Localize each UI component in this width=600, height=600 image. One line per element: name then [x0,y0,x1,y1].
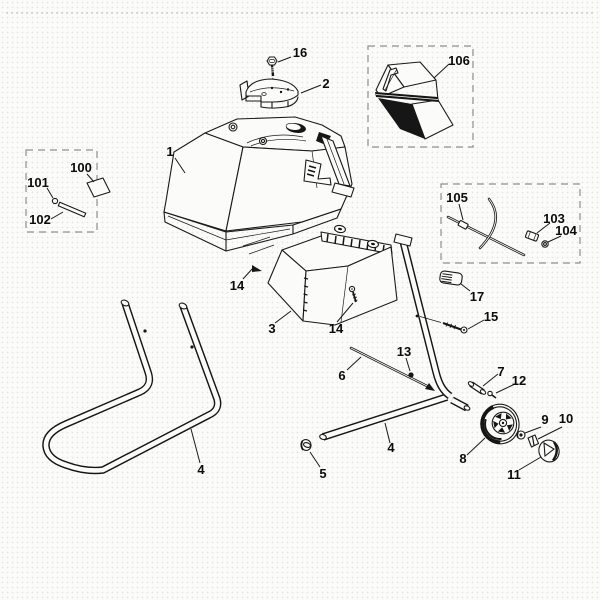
alignment-guide-line [248,244,275,255]
leader-line-p4a [190,428,201,464]
leader-line-p10 [537,426,563,440]
leader-line-p100 [86,173,95,183]
leader-line-p106 [433,63,450,79]
part-1-illustration [163,116,355,252]
part-4-handle-illustration [42,299,222,475]
part-label-17: 17 [470,289,484,304]
part-105-illustration [446,197,526,257]
part-label-106: 106 [448,53,470,68]
leader-line-p13 [405,357,411,372]
part-label-101: 101 [27,175,49,190]
leader-line-p102 [50,211,64,220]
part-15-illustration [419,316,468,334]
leader-line-p104 [547,235,562,243]
part-2-illustration [239,78,299,109]
inset-box-105-border [440,183,581,264]
leader-line-p1 [174,157,186,174]
part-label-15: 15 [484,309,498,324]
part-5-illustration [300,439,312,451]
part-label-105: 105 [446,190,468,205]
part-label-10: 10 [559,411,573,426]
part-label-102: 102 [29,212,51,227]
part-label-13: 13 [397,344,411,359]
part-16-illustration [266,56,278,87]
part-101-illustration [51,197,59,205]
inset-box-105: 105 103 104 [440,183,581,264]
leader-line-p15 [467,319,485,330]
leader-line-p8 [466,437,486,456]
leader-line-p17 [460,283,471,292]
part-label-8: 8 [459,451,466,466]
leader-line-p7 [482,373,499,387]
part-14a-callout: 14 [230,265,262,293]
arrowhead-p6 [425,383,435,391]
part-10-illustration [527,434,540,448]
leader-line-p14b [336,302,354,323]
part-label-7: 7 [497,364,504,379]
part-102-illustration [57,201,87,218]
inset-box-left: 100 101 102 [25,149,111,233]
part-label-3: 3 [268,321,275,336]
inset-box-106-border [367,45,474,148]
leader-line-p5 [309,451,321,468]
part-label-2: 2 [322,76,329,91]
inset-box-106: 106 [367,45,474,148]
part-9-illustration [516,430,526,440]
leader-line-p105 [458,203,464,221]
leader-line-p16 [277,56,292,63]
part-label-104: 104 [555,223,577,238]
part-7-illustration [467,381,487,395]
part-14b-screw [348,285,358,303]
part-label-5: 5 [319,466,326,481]
leader-line-p3 [274,310,292,324]
part-12-illustration [487,390,497,399]
part-label-14b: 14 [329,321,344,336]
part-label-11: 11 [507,467,521,482]
part-17-illustration: 17 [439,270,484,304]
leader-line-p6 [346,356,362,371]
part-label-9: 9 [541,412,548,427]
part-100-illustration [86,177,111,198]
part-11-illustration [538,439,560,463]
part-label-6: 6 [338,368,345,383]
leader-line-p101 [46,187,54,199]
part-8-illustration [480,403,520,445]
leader-line-p2 [300,84,322,94]
leader-line-p11 [518,456,542,471]
part-6-illustration [349,346,435,391]
part-label-4a: 4 [197,462,205,477]
part-label-16: 16 [293,45,307,60]
part-label-1: 1 [166,144,173,159]
alignment-guide-line [242,236,271,247]
leader-line-p9 [524,426,542,434]
part-label-12: 12 [512,373,526,388]
arrowhead-p14a [252,265,262,272]
part-13-illustration [408,372,414,378]
frame-tube-illustration [319,233,471,441]
part-label-100: 100 [70,160,92,175]
part-3-illustration [267,224,398,326]
part-103-illustration [524,230,540,242]
leader-line-p103 [536,222,551,234]
part-label-103: 103 [543,211,565,226]
part-106-illustration [375,61,454,140]
leader-line-p12 [495,383,516,394]
part-label-14a: 14 [230,278,245,293]
leader-line-p14a [242,267,254,280]
leader-line-p4b [384,422,391,444]
part-104-illustration [541,240,549,248]
part-label-4b: 4 [387,440,395,455]
